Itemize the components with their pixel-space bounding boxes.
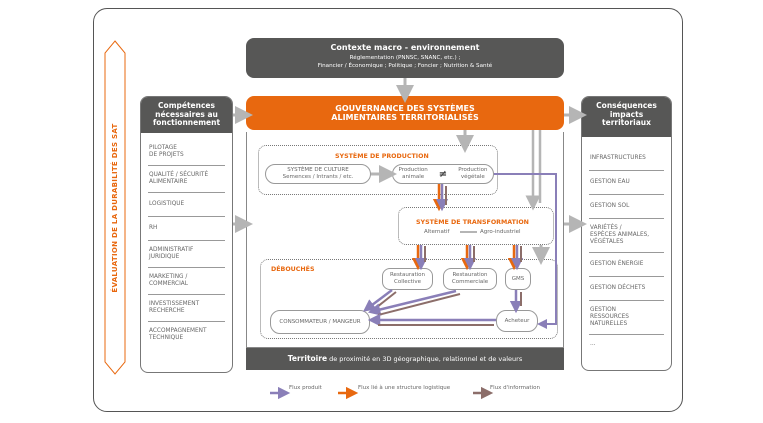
vegetal-line-2: végétale <box>460 174 485 180</box>
consequence-item: GESTION ÉNERGIE <box>589 253 664 277</box>
legend-information: Flux d'information <box>490 385 540 391</box>
competence-item: LOGISTIQUE <box>148 193 225 217</box>
territoire-text: de proximité en 3D géographique, relatio… <box>327 355 523 363</box>
animal-line-1: Production <box>398 167 428 173</box>
context-title: Contexte macro - environnement <box>330 43 480 52</box>
legend-logistic: Flux lié à une structure logistique <box>358 385 451 391</box>
context-line-2: Financier / Économique ; Politique ; Fon… <box>317 63 493 69</box>
not-equal-icon: ≠ <box>438 168 448 180</box>
evaluation-label: ÉVALUATION DE LA DURABILITÉ DES SAT <box>111 122 119 293</box>
gms-pill: GMS <box>505 268 531 290</box>
transformation-title: SYSTÈME DE TRANSFORMATION <box>416 219 529 226</box>
governance-line-1: GOUVERNANCE DES SYSTÈMES <box>335 104 475 113</box>
consequences-title-1: Conséquences <box>596 101 657 110</box>
consequence-item: INFRASTRUCTURES <box>589 147 664 171</box>
territoire-bar: Territoire de proximité en 3D géographiq… <box>246 348 564 370</box>
evaluation-arrow-shape <box>104 40 126 375</box>
diagram-frame <box>93 8 683 412</box>
consequence-item: GESTION SOL <box>589 195 664 219</box>
transformation-alternatif: Alternatif <box>424 229 450 235</box>
consequence-item: ... <box>590 341 596 347</box>
consequence-item: GESTION EAU <box>589 171 664 195</box>
competence-item: RH <box>148 217 225 241</box>
debouches-box <box>260 259 558 339</box>
consequence-item: GESTION DÉCHETS <box>589 277 664 301</box>
center-area <box>246 132 564 348</box>
culture-line-1: SYSTÈME DE CULTURE <box>287 167 349 173</box>
governance-line-2: ALIMENTAIRES TERRITORIALISÉS <box>331 113 479 122</box>
transformation-agro-industriel: Agro-industriel <box>480 229 521 235</box>
competences-panel: Compétences nécessaires au fonctionnemen… <box>140 96 233 373</box>
competences-title-1: Compétences <box>158 101 215 110</box>
competences-title-2: nécessaires au <box>155 109 218 119</box>
territoire-bold: Territoire <box>287 354 328 363</box>
production-system-box <box>258 145 498 195</box>
production-title: SYSTÈME DE PRODUCTION <box>335 153 429 160</box>
consequences-header: Conséquences impacts territoriaux <box>582 97 671 137</box>
vegetal-line-1: Production <box>458 167 488 173</box>
consequences-title-3: territoriaux <box>602 118 651 127</box>
acheteur-pill: Acheteur <box>496 310 538 332</box>
competences-header: Compétences nécessaires au fonctionnemen… <box>141 97 232 133</box>
animal-line-2: animale <box>402 174 425 180</box>
competences-title-3: fonctionnement <box>152 118 221 127</box>
debouches-title: DÉBOUCHÉS <box>271 266 315 273</box>
consommateur-pill: CONSOMMATEUR / MANGEUR <box>270 310 370 334</box>
competence-item: MARKETING /COMMERCIAL <box>148 268 225 295</box>
legend-product: Flux produit <box>289 385 322 391</box>
context-box: Contexte macro - environnement Réglement… <box>246 38 564 78</box>
consequence-item: VARIÉTÉS /ESPÈCES ANIMALES,VÉGÉTALES <box>589 219 664 253</box>
evaluation-arrow: ÉVALUATION DE LA DURABILITÉ DES SAT <box>104 40 126 375</box>
consequences-panel: Conséquences impacts territoriaux INFRAS… <box>581 96 672 371</box>
transformation-system-box <box>398 207 554 245</box>
consequences-title-2: impacts <box>609 109 644 119</box>
governance-box: GOUVERNANCE DES SYSTÈMES ALIMENTAIRES TE… <box>246 96 564 130</box>
culture-line-2: Semences / Intrants / etc. <box>282 174 354 180</box>
context-line-1: Réglementation (PNNSC, SNANC, etc.) ; <box>349 55 461 61</box>
